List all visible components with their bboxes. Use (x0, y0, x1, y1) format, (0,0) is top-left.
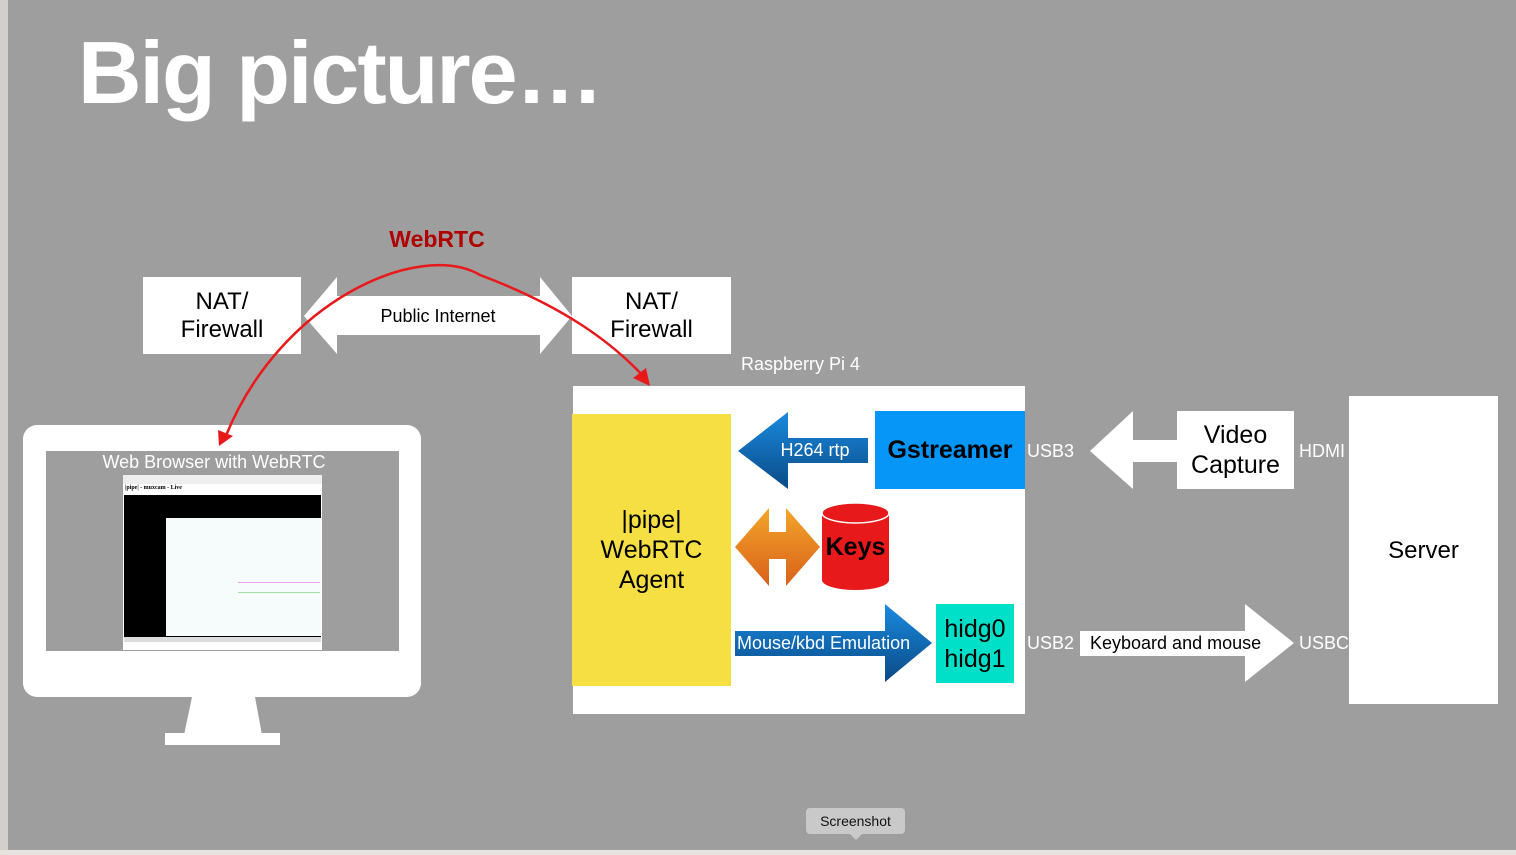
nat-firewall-left: NAT/ Firewall (143, 277, 301, 354)
video-capture-box: Video Capture (1177, 411, 1294, 489)
keyboard-mouse-arrow (1080, 604, 1294, 682)
browser-screenshot-thumbnail: |pipe| - muxcam - Live (123, 475, 322, 650)
window-edge (0, 0, 8, 855)
public-internet-label: Public Internet (380, 306, 496, 326)
server-box (1349, 396, 1498, 704)
agent-line3: Agent (618, 566, 685, 594)
nat-right-line1: NAT/ (625, 287, 678, 315)
nat-right-line2: Firewall (610, 315, 693, 343)
mouse-kbd-arrow (735, 604, 932, 682)
system-monitor-window (166, 518, 321, 636)
keys-label: Keys (825, 533, 886, 561)
slide-title: Big picture… (78, 23, 604, 122)
keyboard-mouse-label: Keyboard and mouse (1090, 633, 1262, 653)
agent-line1: |pipe| (621, 506, 682, 534)
gstreamer-label: Gstreamer (887, 435, 1013, 464)
video-capture-line1: Video (1203, 421, 1268, 449)
h264-label: H264 rtp (780, 440, 850, 460)
mouse-kbd-label: Mouse/kbd Emulation (737, 633, 911, 653)
usbc-label: USBC (1299, 633, 1350, 653)
usb2-label: USB2 (1027, 633, 1075, 653)
hdmi-label: HDMI (1299, 441, 1345, 461)
browser-toolbar (123, 475, 322, 484)
agent-line2: WebRTC (600, 536, 703, 564)
usb3-label: USB3 (1027, 441, 1075, 461)
gstreamer-box: Gstreamer (875, 411, 1025, 489)
hidg1-label: hidg1 (944, 644, 1006, 673)
memory-line (238, 582, 320, 583)
nat-firewall-right: NAT/ Firewall (572, 277, 731, 354)
hidg0-label: hidg0 (944, 614, 1006, 643)
window-bottom-edge (0, 850, 1516, 855)
server-label: Server (1388, 537, 1459, 564)
keys-double-arrow (735, 508, 820, 586)
screenshot-tooltip: Screenshot (806, 808, 905, 840)
monitor-base (165, 733, 280, 745)
webrtc-agent-box: |pipe| WebRTC Agent (572, 414, 731, 686)
nat-left-line2: Firewall (180, 315, 264, 343)
browser-page-title: |pipe| - muxcam - Live (125, 485, 182, 491)
keys-database-icon (821, 502, 890, 590)
hidg-box: hidg0 hidg1 (936, 604, 1014, 683)
raspberry-pi-label: Raspberry Pi 4 (741, 354, 861, 374)
monitor-stand (184, 697, 262, 735)
swap-line (238, 592, 320, 593)
video-capture-line2: Capture (1191, 451, 1280, 479)
browser-label: Web Browser with WebRTC (102, 452, 326, 472)
h264-arrow (738, 412, 868, 489)
webrtc-label: WebRTC (389, 226, 485, 252)
taskbar (124, 637, 321, 642)
video-capture-arrow (1090, 411, 1177, 489)
nat-left-line1: NAT/ (195, 287, 249, 315)
